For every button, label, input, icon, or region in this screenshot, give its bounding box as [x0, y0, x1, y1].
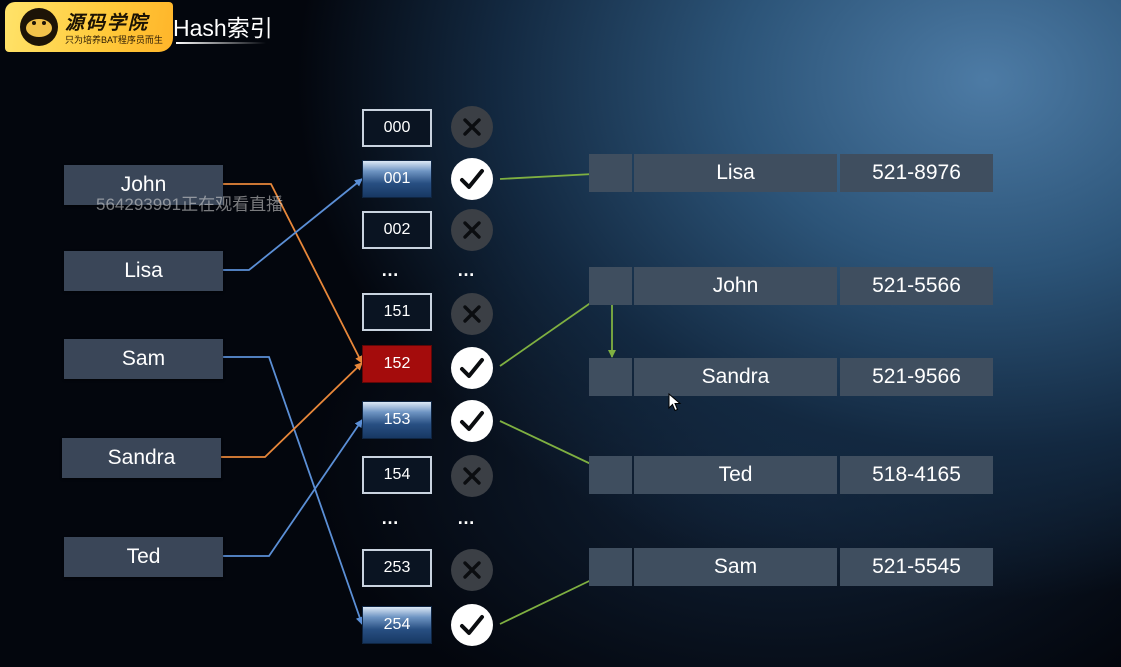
brand-logo: 源码学院 只为培养BAT程序员而生 [5, 2, 173, 52]
hash-arrow-lisa [223, 178, 363, 271]
name-label: Sandra [107, 446, 176, 469]
bucket-ellipsis: … [381, 508, 402, 528]
record-pointer-cell [589, 154, 632, 192]
check-circle-icon [451, 604, 493, 646]
name-box-lisa: Lisa [64, 251, 223, 291]
record-pointer-cell [589, 358, 632, 396]
bucket-slot-152: 152 [362, 345, 432, 383]
mouse-cursor-icon [668, 393, 682, 412]
check-circle-icon [451, 347, 493, 389]
x-circle-icon [451, 293, 493, 335]
record-phone-sam: 521-5545 [840, 548, 993, 586]
check-circle-icon [451, 158, 493, 200]
hash-arrow-sandra [221, 362, 363, 458]
check-circle-icon [451, 400, 493, 442]
name-label: Ted [126, 545, 161, 568]
name-label: Lisa [124, 259, 163, 282]
bucket-slot-253: 253 [362, 549, 432, 587]
name-label: John [120, 173, 167, 196]
monkey-logo-icon [20, 8, 58, 46]
bucket-slot-000: 000 [362, 109, 432, 147]
record-phone-john: 521-5566 [840, 267, 993, 305]
x-circle-icon [451, 209, 493, 251]
bucket-slot-154: 154 [362, 456, 432, 494]
hash-arrow-john [223, 183, 363, 364]
bucket-ellipsis: … [381, 260, 402, 280]
bucket-slot-001: 001 [362, 160, 432, 198]
record-pointer-cell [589, 267, 632, 305]
record-pointer-cell [589, 456, 632, 494]
record-name-lisa: Lisa [634, 154, 837, 192]
hash-arrow-sam [223, 356, 364, 625]
brand-slogan: 只为培养BAT程序员而生 [65, 35, 163, 45]
page-title: Hash索引 [173, 15, 273, 41]
bucket-slot-153: 153 [362, 401, 432, 439]
name-box-ted: Ted [64, 537, 223, 577]
bucket-slot-151: 151 [362, 293, 432, 331]
record-phone-lisa: 521-8976 [840, 154, 993, 192]
record-name-sandra: Sandra [634, 358, 837, 396]
name-box-john: John [64, 165, 223, 205]
status-ellipsis: … [457, 508, 478, 528]
live-watermark: 564293991正在观看直播 [96, 195, 284, 214]
x-circle-icon [451, 455, 493, 497]
record-pointer-cell [589, 548, 632, 586]
record-phone-ted: 518-4165 [840, 456, 993, 494]
title-underline [176, 42, 266, 44]
name-box-sam: Sam [64, 339, 223, 379]
record-name-john: John [634, 267, 837, 305]
hash-arrow-ted [223, 419, 363, 557]
brand-name: 源码学院 [65, 12, 150, 34]
name-box-sandra: Sandra [62, 438, 221, 478]
bucket-slot-254: 254 [362, 606, 432, 644]
record-phone-sandra: 521-9566 [840, 358, 993, 396]
bucket-slot-002: 002 [362, 211, 432, 249]
record-name-sam: Sam [634, 548, 837, 586]
status-ellipsis: … [457, 260, 478, 280]
record-name-ted: Ted [634, 456, 837, 494]
name-label: Sam [121, 347, 166, 370]
x-circle-icon [451, 549, 493, 591]
x-circle-icon [451, 106, 493, 148]
